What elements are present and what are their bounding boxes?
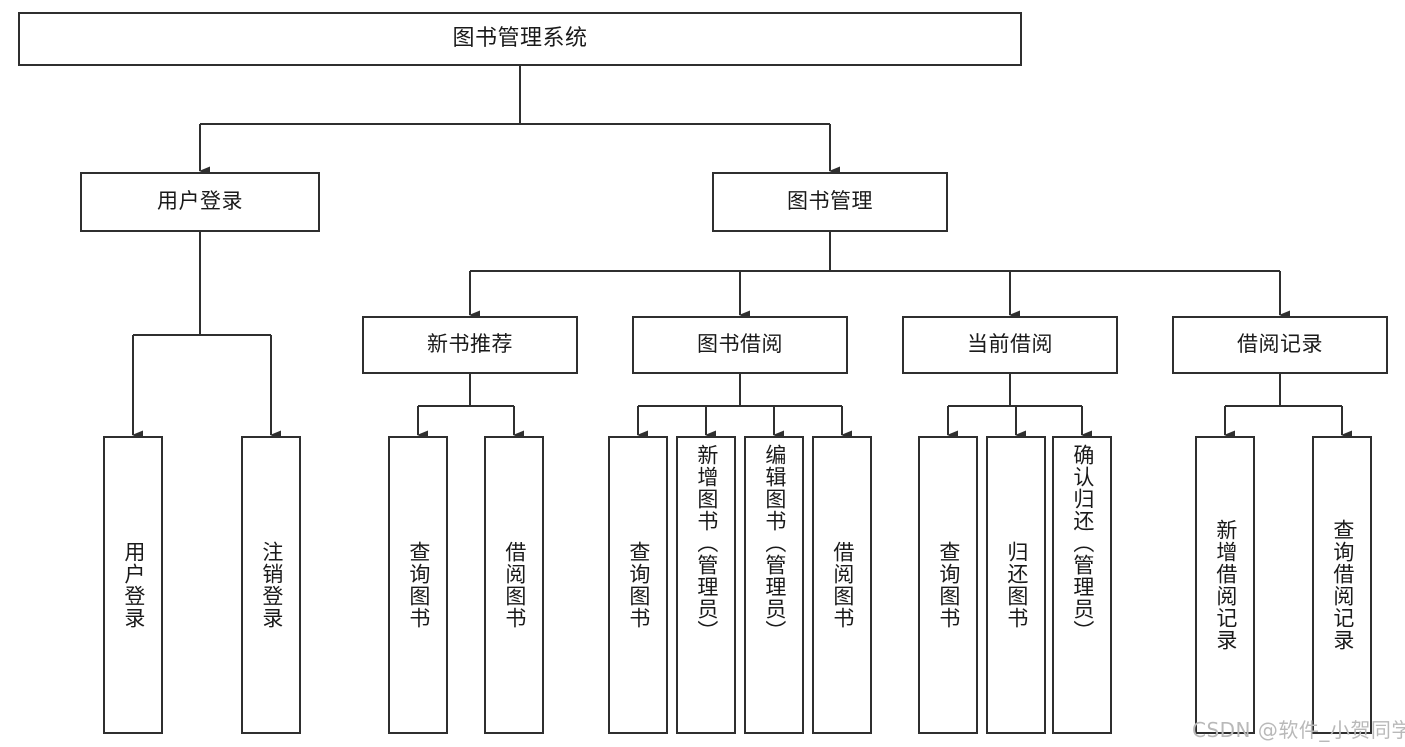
node-leaf-3[interactable]: 借阅图书	[484, 436, 544, 734]
node-leaf-9[interactable]: 归还图书	[986, 436, 1046, 734]
csdn-watermark: CSDN @软件_小贺同学	[1192, 718, 1405, 742]
node-level2-0[interactable]: 用户登录	[80, 172, 320, 232]
node-leaf-6[interactable]: 编辑图书（管理员）	[744, 436, 804, 734]
node-leaf-8[interactable]: 查询图书	[918, 436, 978, 734]
node-level3-3[interactable]: 借阅记录	[1172, 316, 1388, 374]
node-level3-1[interactable]: 图书借阅	[632, 316, 848, 374]
node-leaf-0[interactable]: 用户登录	[103, 436, 163, 734]
node-level3-0[interactable]: 新书推荐	[362, 316, 578, 374]
node-level3-2[interactable]: 当前借阅	[902, 316, 1118, 374]
node-leaf-11[interactable]: 新增借阅记录	[1195, 436, 1255, 734]
node-leaf-4[interactable]: 查询图书	[608, 436, 668, 734]
node-leaf-7[interactable]: 借阅图书	[812, 436, 872, 734]
node-leaf-12[interactable]: 查询借阅记录	[1312, 436, 1372, 734]
node-root-图书管理系统[interactable]: 图书管理系统	[18, 12, 1022, 66]
node-leaf-2[interactable]: 查询图书	[388, 436, 448, 734]
node-leaf-5[interactable]: 新增图书（管理员）	[676, 436, 736, 734]
node-level2-1[interactable]: 图书管理	[712, 172, 948, 232]
node-leaf-1[interactable]: 注销登录	[241, 436, 301, 734]
node-leaf-10[interactable]: 确认归还（管理员）	[1052, 436, 1112, 734]
